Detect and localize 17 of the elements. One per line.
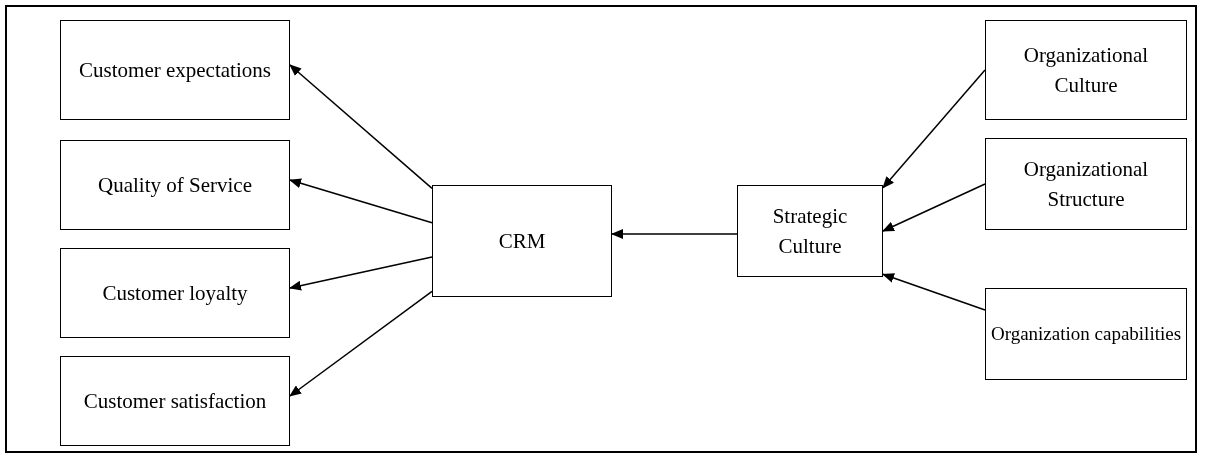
text-box: Organizational Culture bbox=[985, 20, 1187, 120]
text-box: Customer satisfaction bbox=[60, 356, 290, 446]
text-box: Customer loyalty bbox=[60, 248, 290, 338]
arrow bbox=[289, 290, 433, 397]
text-box: Strategic Culture bbox=[737, 185, 883, 277]
text-box: Customer expectations bbox=[60, 20, 290, 120]
text-box: CRM bbox=[432, 185, 612, 297]
arrow bbox=[289, 256, 433, 291]
text-box: Quality of Service bbox=[60, 140, 290, 230]
arrow bbox=[882, 183, 986, 232]
arrow bbox=[289, 178, 433, 224]
text-box: Organizational Structure bbox=[985, 138, 1187, 230]
arrow bbox=[289, 64, 433, 190]
arrow bbox=[882, 273, 986, 311]
text-box: Organization capabilities bbox=[985, 288, 1187, 380]
arrow bbox=[611, 229, 738, 239]
arrow bbox=[882, 69, 986, 189]
